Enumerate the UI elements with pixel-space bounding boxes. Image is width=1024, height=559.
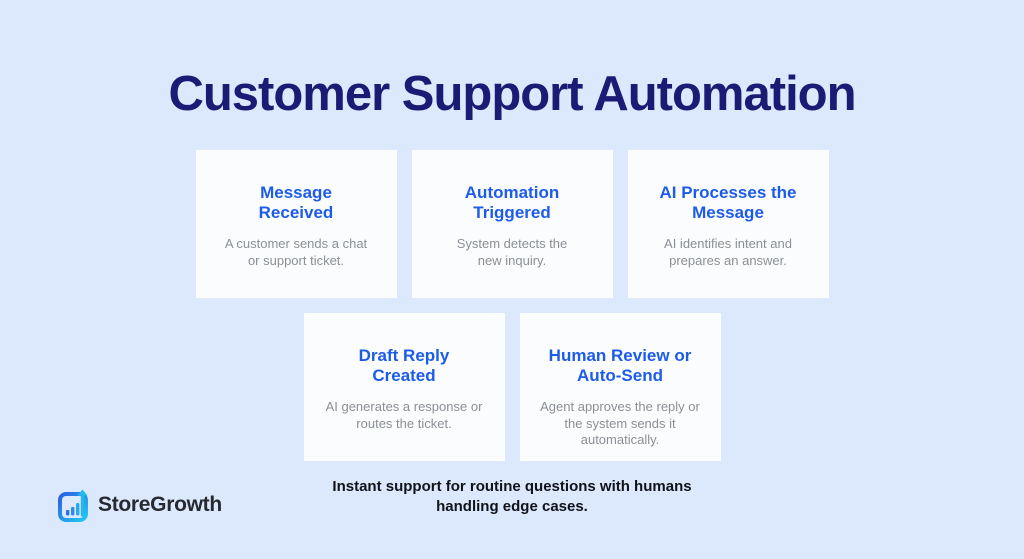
card-draft-reply-created: Draft Reply Created AI generates a respo… (303, 313, 505, 461)
logo-text: StoreGrowth (98, 493, 222, 516)
card-ai-processes-message: AI Processes the Message AI identifies i… (627, 150, 829, 298)
card-title: AI Processes the Message (659, 183, 797, 223)
page-title: Customer Support Automation (168, 67, 856, 121)
cards-row-top: Message Received A customer sends a chat… (0, 150, 1024, 298)
card-description: AI generates a response or routes the ti… (325, 399, 483, 431)
storegrowth-logo: StoreGrowth (58, 487, 222, 523)
card-description: System detects the new inquiry. (456, 236, 568, 268)
card-automation-triggered: Automation Triggered System detects the … (411, 150, 613, 298)
card-title: Human Review or Auto-Send (548, 346, 692, 386)
card-description: AI identifies intent and prepares an ans… (664, 236, 792, 268)
footer-caption: Instant support for routine questions wi… (332, 478, 692, 516)
card-title: Message Received (258, 183, 334, 223)
card-title: Automation Triggered (464, 183, 560, 223)
bar-chart-growth-icon (58, 487, 89, 523)
card-description: A customer sends a chat or support ticke… (224, 236, 368, 268)
card-human-review-auto-send: Human Review or Auto-Send Agent approves… (519, 313, 721, 461)
card-title: Draft Reply Created (358, 346, 450, 386)
cards-row-bottom: Draft Reply Created AI generates a respo… (0, 313, 1024, 461)
card-message-received: Message Received A customer sends a chat… (195, 150, 397, 298)
card-description: Agent approves the reply or the system s… (540, 399, 700, 448)
